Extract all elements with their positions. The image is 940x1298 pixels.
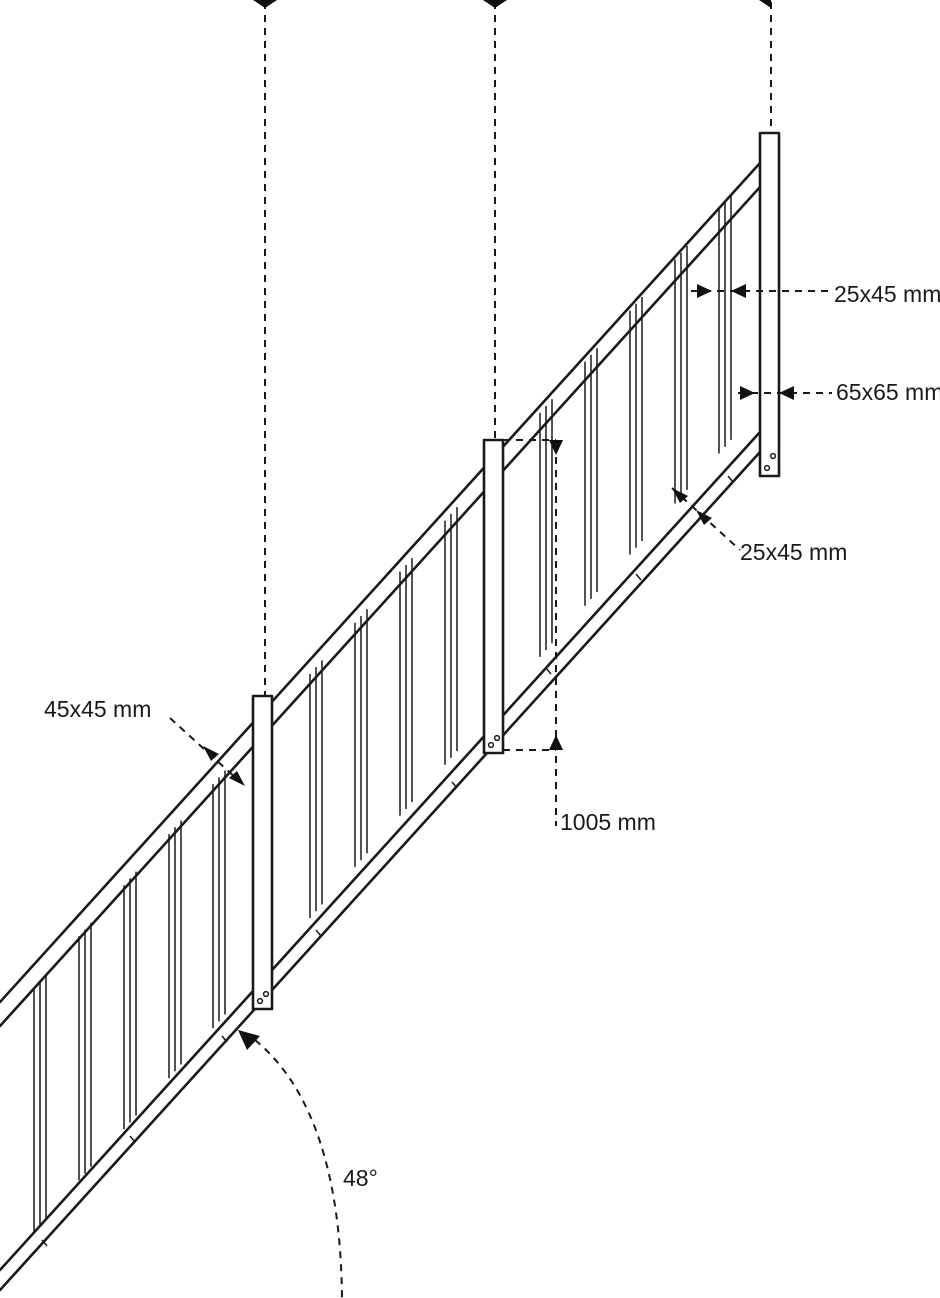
railing-height-label: 1005 mm bbox=[560, 809, 656, 835]
baluster bbox=[309, 660, 323, 918]
baluster bbox=[718, 195, 732, 454]
stair-nosing-ticks bbox=[41, 475, 734, 1247]
baluster bbox=[399, 558, 413, 816]
post-spacing-guides bbox=[253, 0, 772, 696]
baluster bbox=[444, 507, 458, 765]
baluster bbox=[212, 770, 226, 1029]
stair-angle-label: 48° bbox=[343, 1165, 378, 1191]
baluster bbox=[78, 922, 92, 1181]
post-dimension: 65x65 mm bbox=[738, 379, 940, 405]
angle-indicator: 48° bbox=[238, 1030, 378, 1298]
handrail bbox=[0, 161, 762, 1028]
baluster bbox=[584, 348, 598, 606]
newel-post-3 bbox=[758, 131, 781, 478]
baluster bbox=[674, 245, 688, 504]
newel-post-1 bbox=[251, 694, 274, 1011]
bottom-rail-size-label: 25x45 mm bbox=[740, 539, 847, 565]
baluster-dimension: 45x45 mm bbox=[44, 696, 245, 786]
baluster bbox=[539, 399, 553, 657]
baluster bbox=[123, 871, 137, 1130]
handrail-dimension: 25x45 mm bbox=[691, 281, 940, 307]
bottom-rail-dimension: 25x45 mm bbox=[671, 487, 847, 565]
baluster-size-label: 45x45 mm bbox=[44, 696, 151, 722]
baluster bbox=[168, 820, 182, 1079]
height-dimension: 1005 mm bbox=[503, 439, 656, 835]
baluster bbox=[629, 296, 643, 555]
baluster bbox=[33, 973, 47, 1232]
newel-post-2 bbox=[482, 438, 505, 755]
balusters bbox=[33, 195, 732, 1232]
bottom-rail bbox=[0, 430, 762, 1292]
handrail-size-label: 25x45 mm bbox=[834, 281, 940, 307]
baluster bbox=[354, 609, 368, 867]
post-size-label: 65x65 mm bbox=[836, 379, 940, 405]
